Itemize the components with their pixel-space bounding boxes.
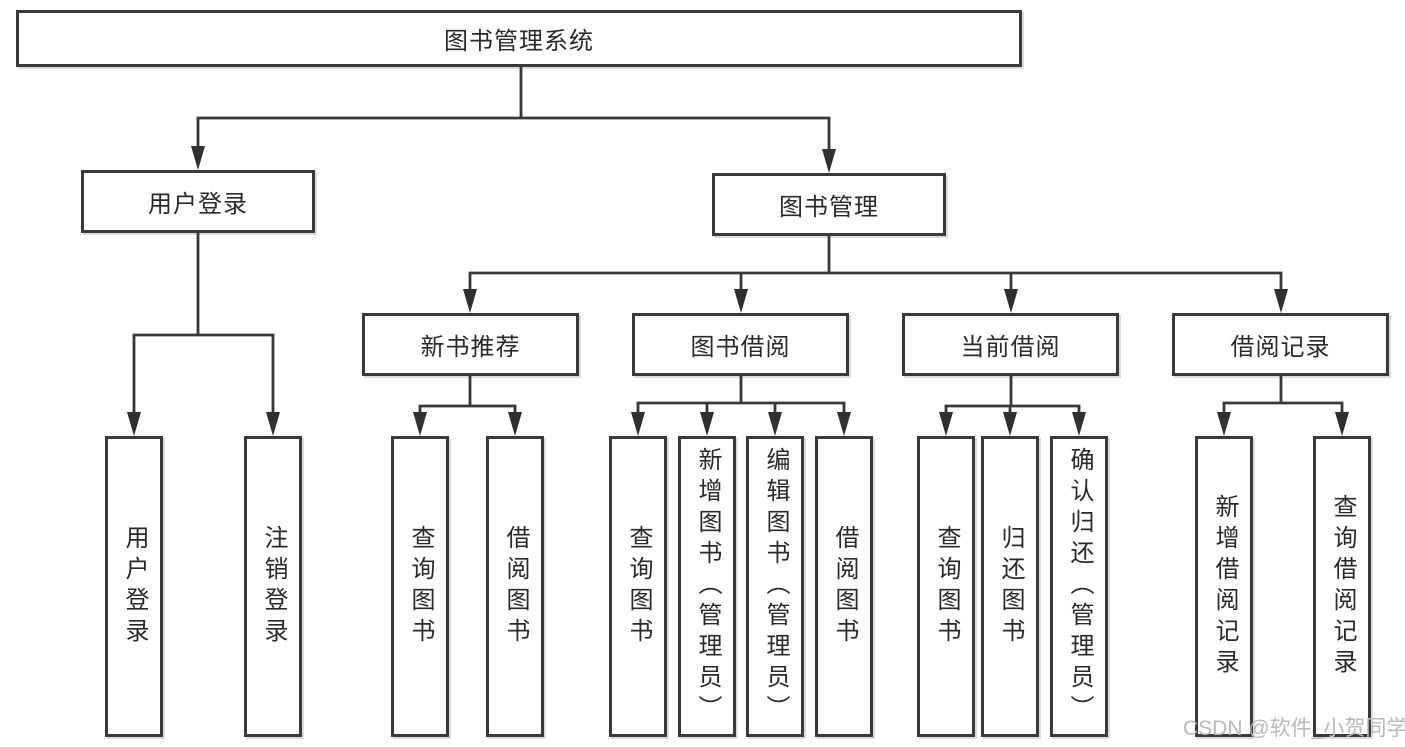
- arrowhead-leaf-return-books: [1003, 412, 1017, 436]
- leaf-label: 借阅图书: [831, 524, 858, 649]
- leaf-edit-books-admin: 编辑图书（管理员）: [746, 436, 804, 737]
- arrowhead-leaf-user-login: [127, 412, 141, 436]
- leaf-label: 查询图书: [407, 524, 434, 649]
- leaf-label: 注销登录: [260, 524, 287, 649]
- leaf-query-books-2: 查询图书: [609, 436, 667, 737]
- arrowheads-user-login-leaves: [127, 412, 280, 436]
- leaf-label: 用户登录: [121, 524, 148, 649]
- arrowheads-borrow-record-leaves: [1217, 412, 1349, 436]
- node-label: 图书借阅: [690, 334, 791, 361]
- node-label: 新书推荐: [420, 334, 521, 361]
- arrowhead-leaf-borrow-books-1: [508, 412, 522, 436]
- node-book-management: 图书管理: [712, 173, 946, 236]
- leaf-user-login: 用户登录: [105, 436, 163, 737]
- arrowhead-leaf-query-borrow-record: [1335, 412, 1349, 436]
- arrowhead-book-borrow: [734, 289, 748, 313]
- leaf-add-books-admin: 新增图书（管理员）: [678, 436, 736, 737]
- arrowhead-leaf-edit-books: [768, 412, 782, 436]
- arrowhead-leaf-query-books-2: [631, 412, 645, 436]
- csdn-watermark: CSDN @软件_小贺同学: [1183, 717, 1405, 740]
- node-library-management-system: 图书管理系统: [16, 10, 1022, 67]
- arrowhead-leaf-logout: [266, 412, 280, 436]
- leaf-add-borrow-record: 新增借阅记录: [1195, 436, 1253, 737]
- node-label: 图书管理系统: [444, 28, 594, 55]
- leaf-borrow-books-1: 借阅图书: [486, 436, 544, 737]
- leaf-label: 确认归还（管理员）: [1066, 447, 1093, 726]
- arrowhead-leaf-query-books-3: [939, 412, 953, 436]
- leaf-label: 查询图书: [933, 524, 960, 649]
- leaf-label: 借阅图书: [502, 524, 529, 649]
- node-label: 图书管理: [779, 194, 879, 221]
- node-label: 用户登录: [148, 191, 248, 218]
- node-label: 当前借阅: [960, 334, 1061, 361]
- leaf-label: 查询图书: [625, 524, 652, 649]
- arrowhead-leaf-confirm-return: [1072, 412, 1086, 436]
- arrowhead-user-login: [191, 146, 205, 170]
- node-label: 借阅记录: [1230, 334, 1331, 361]
- leaf-label: 新增图书（管理员）: [694, 447, 721, 726]
- arrowheads-current-borrow-leaves: [939, 412, 1086, 436]
- arrowhead-new-book: [463, 289, 477, 313]
- leaf-borrow-books-2: 借阅图书: [815, 436, 873, 737]
- arrowhead-current-borrow: [1004, 289, 1018, 313]
- leaf-label: 查询借阅记录: [1329, 493, 1356, 680]
- arrowheads-level1: [191, 146, 836, 173]
- leaf-query-books-1: 查询图书: [391, 436, 449, 737]
- node-new-book-recommend: 新书推荐: [362, 313, 579, 376]
- arrowhead-book-management: [822, 149, 836, 173]
- node-current-borrow: 当前借阅: [902, 313, 1119, 376]
- leaf-label: 编辑图书（管理员）: [762, 447, 789, 726]
- arrowheads-new-book-leaves: [413, 412, 522, 436]
- leaf-return-books: 归还图书: [981, 436, 1039, 737]
- arrowhead-leaf-query-books-1: [413, 412, 427, 436]
- arrowhead-leaf-borrow-books-2: [837, 412, 851, 436]
- leaf-logout: 注销登录: [244, 436, 302, 737]
- leaf-label: 归还图书: [997, 524, 1024, 649]
- arrowhead-leaf-add-books: [700, 412, 714, 436]
- leaf-confirm-return-admin: 确认归还（管理员）: [1050, 436, 1108, 737]
- arrowhead-borrow-record: [1274, 289, 1288, 313]
- arrowheads-book-borrow-leaves: [631, 412, 851, 436]
- node-borrow-record: 借阅记录: [1172, 313, 1389, 376]
- node-user-login: 用户登录: [81, 170, 315, 233]
- node-book-borrow: 图书借阅: [632, 313, 849, 376]
- leaf-query-borrow-record: 查询借阅记录: [1313, 436, 1371, 737]
- arrowheads-level2: [463, 289, 1288, 313]
- leaf-label: 新增借阅记录: [1211, 493, 1238, 680]
- arrowhead-leaf-add-borrow-record: [1217, 412, 1231, 436]
- leaf-query-books-3: 查询图书: [917, 436, 975, 737]
